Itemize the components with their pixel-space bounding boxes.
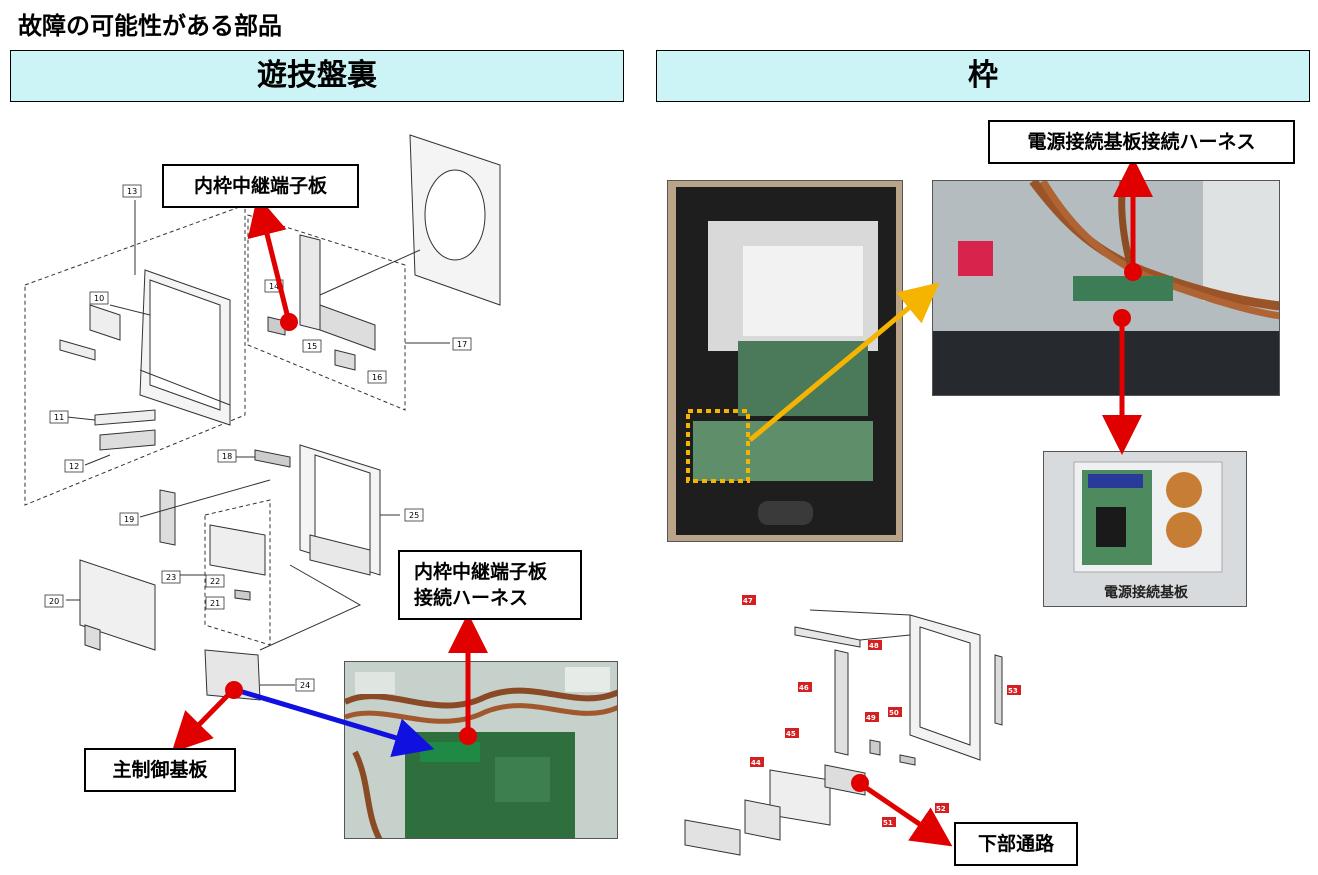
pointer-arrow-relay-board: [247, 195, 292, 323]
pointer-arrow-main-board-photo: [235, 687, 435, 758]
part-badge-51: 51: [882, 817, 896, 827]
part-number-13: 13: [122, 184, 142, 198]
svg-text:24: 24: [300, 681, 310, 690]
left-pointer-layer: [171, 195, 488, 758]
part-number-19: 19: [119, 512, 139, 526]
pointer-dot-main-board: [225, 681, 243, 699]
svg-text:48: 48: [869, 642, 879, 650]
svg-text:21: 21: [210, 599, 220, 608]
svg-text:19: 19: [124, 515, 134, 524]
svg-text:49: 49: [866, 714, 876, 722]
group-outline-13: [24, 204, 246, 506]
svg-text:15: 15: [307, 342, 317, 351]
part-number-20: 20: [44, 594, 64, 608]
svg-text:12: 12: [69, 462, 79, 471]
svg-text:47: 47: [743, 597, 753, 605]
part-number-22: 22: [205, 574, 225, 588]
power-harness-photo: [932, 180, 1280, 396]
label-lower-passage: 下部通路: [954, 822, 1078, 866]
label-main-control-board: 主制御基板: [84, 748, 236, 792]
part-number-23: 23: [161, 570, 181, 584]
svg-text:18: 18: [222, 452, 232, 461]
svg-text:45: 45: [786, 730, 796, 738]
label-harness-line1: 内枠中継端子板: [414, 561, 548, 583]
frame-back-photo: [667, 180, 903, 542]
pointer-dot-board: [1113, 309, 1131, 327]
svg-text:50: 50: [889, 709, 899, 717]
pointer-dot-lower-passage: [851, 774, 869, 792]
svg-text:23: 23: [166, 573, 176, 582]
part-badge-53: 53: [1007, 685, 1021, 695]
svg-text:53: 53: [1008, 687, 1018, 695]
svg-text:20: 20: [49, 597, 59, 606]
pointer-dot-relay-board: [280, 313, 298, 331]
part-number-25: 25: [404, 508, 424, 522]
part-number-17: 17: [452, 337, 472, 351]
pointer-arrow-yellow: [748, 282, 940, 442]
part-number-12: 12: [64, 459, 84, 473]
part-number-11: 11: [49, 410, 69, 424]
label-harness-line2: 接続ハーネス: [414, 587, 529, 609]
svg-text:51: 51: [883, 819, 893, 827]
highlight-box: [686, 409, 750, 483]
part-badge-49: 49: [865, 712, 879, 722]
power-connection-board-photo: 電源接続基板: [1043, 451, 1247, 607]
label-inner-frame-relay-harness: 内枠中継端子板 接続ハーネス: [398, 550, 582, 620]
svg-text:17: 17: [457, 340, 467, 349]
svg-text:10: 10: [94, 294, 104, 303]
main-board-harness-photo: [344, 661, 618, 839]
part-badge-50: 50: [888, 707, 902, 717]
svg-text:25: 25: [409, 511, 419, 520]
part-number-15: 15: [302, 339, 322, 353]
part-number-10: 10: [89, 291, 109, 305]
svg-text:11: 11: [54, 413, 64, 422]
right-section-header: 枠: [656, 50, 1310, 102]
power-board-caption: 電源接続基板: [1104, 585, 1188, 601]
part-badge-48: 48: [868, 640, 882, 650]
part-number-24: 24: [295, 678, 315, 692]
svg-text:16: 16: [372, 373, 382, 382]
page-title: 故障の可能性がある部品: [18, 12, 282, 40]
left-section-header: 遊技盤裏: [10, 50, 624, 102]
part-badge-44: 44: [750, 757, 764, 767]
svg-text:13: 13: [127, 187, 137, 196]
svg-text:44: 44: [751, 759, 761, 767]
pointer-dot-harness: [459, 727, 477, 745]
svg-text:14: 14: [269, 282, 279, 291]
part-badge-47: 47: [742, 595, 756, 605]
part-badge-45: 45: [785, 728, 799, 738]
part-badge-46: 46: [798, 682, 812, 692]
pointer-arrow-main-board: [171, 688, 235, 753]
svg-text:22: 22: [210, 577, 220, 586]
label-inner-frame-relay-board: 内枠中継端子板: [162, 164, 359, 208]
svg-text:46: 46: [799, 684, 809, 692]
part-number-21: 21: [205, 596, 225, 610]
pointer-dot-harness: [1124, 263, 1142, 281]
left-exploded-diagram: 13 10 11 12 14 15 16 17 18 19 20 21 22 2…: [24, 134, 501, 701]
label-power-connection-harness: 電源接続基板接続ハーネス: [988, 120, 1295, 164]
right-exploded-diagram: 44 45 46 47 48 49 50 51 52 53: [684, 595, 1021, 856]
group-outline-17: [247, 214, 406, 411]
part-number-16: 16: [367, 370, 387, 384]
part-number-18: 18: [217, 449, 237, 463]
right-pointer-layer: [748, 157, 1153, 847]
pointer-arrow-lower-passage: [860, 782, 953, 847]
